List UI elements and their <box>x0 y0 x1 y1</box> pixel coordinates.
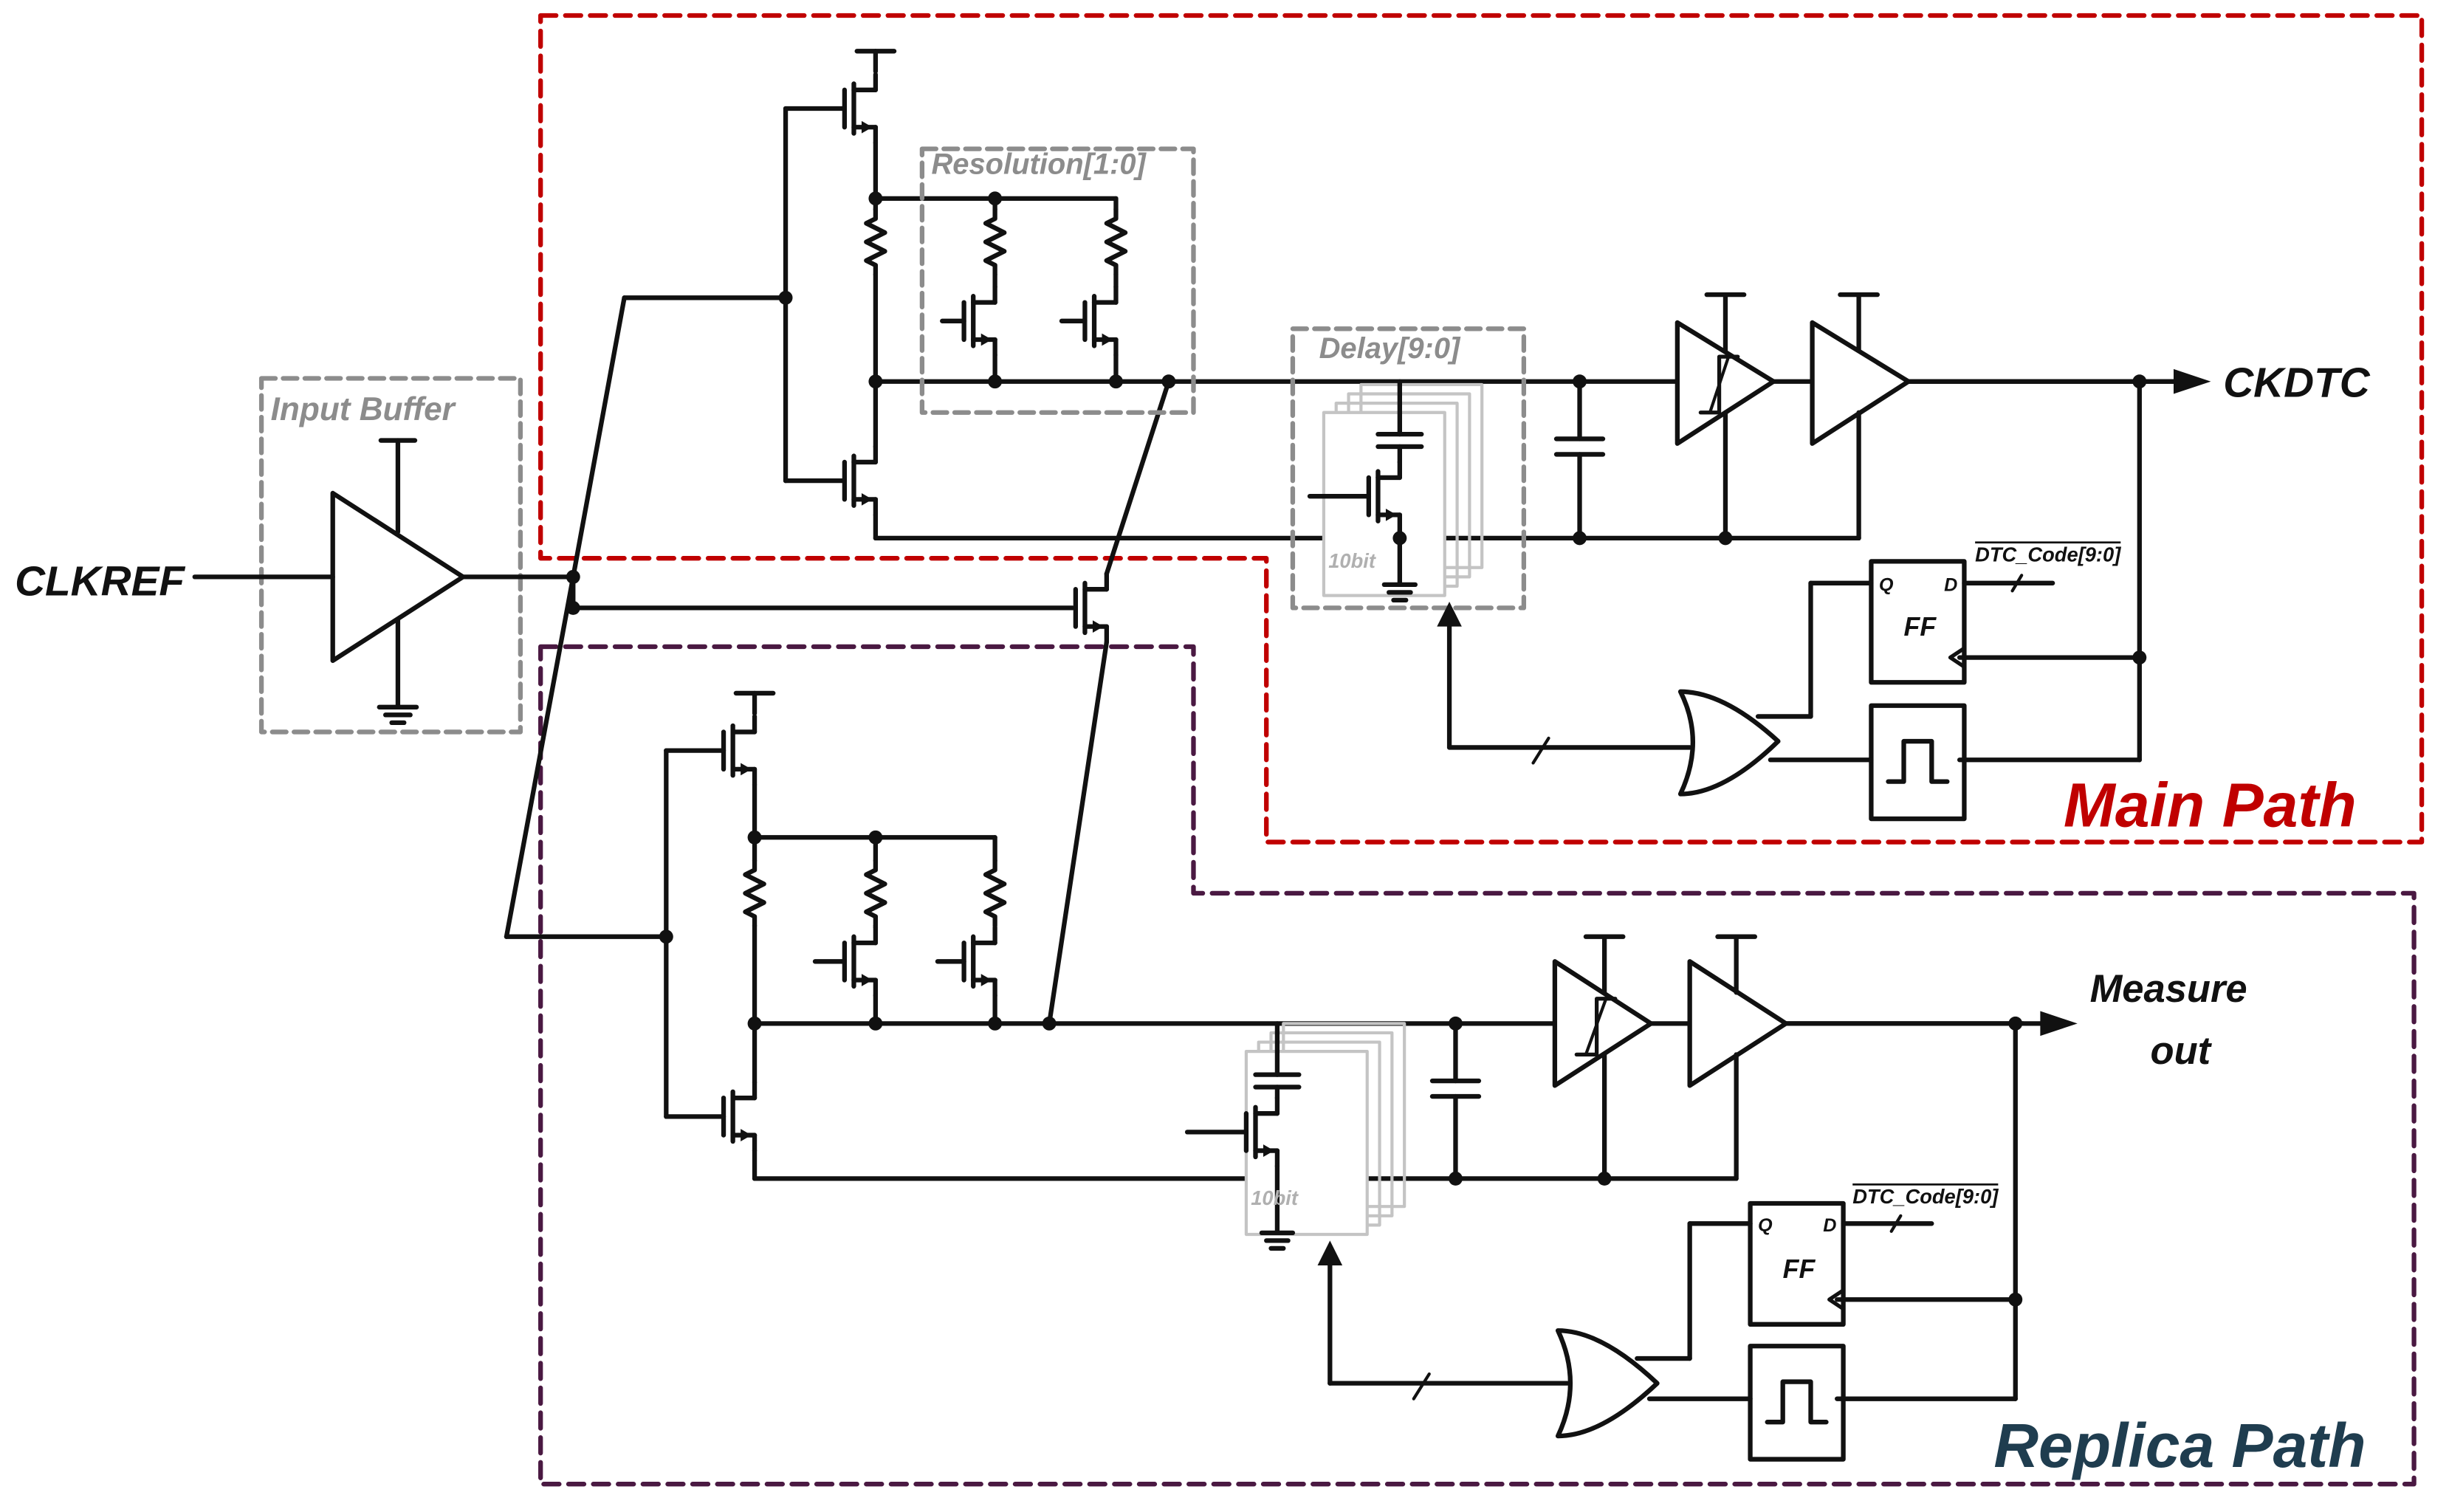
replica-or-gate <box>1555 1328 1660 1439</box>
replica-path-boundary <box>538 644 2417 1487</box>
replica-path-label: Replica Path <box>1993 1411 2366 1480</box>
main-ff <box>1869 559 1967 685</box>
main-ff-q: Q <box>1879 574 1894 595</box>
main-pulse-gen <box>1869 703 1967 822</box>
delay-box <box>1290 326 1527 611</box>
replica-ff-label: FF <box>1783 1254 1816 1284</box>
replica-ff-q: Q <box>1758 1215 1773 1236</box>
main-path-label: Main Path <box>2064 771 2357 840</box>
main-bits-label: 10bit <box>1328 549 1377 572</box>
main-ff-d: D <box>1944 574 1957 595</box>
resolution-label: Resolution[1:0] <box>932 148 1147 180</box>
main-path-boundary <box>538 13 2425 845</box>
replica-bits-label: 10bit <box>1251 1186 1299 1209</box>
replica-pulse-gen <box>1748 1344 1846 1462</box>
main-code-label: DTC_Code[9:0] <box>1975 543 2121 566</box>
measure-label: Measure <box>2090 967 2247 1011</box>
replica-ff <box>1748 1200 1846 1327</box>
main-ff-label: FF <box>1904 612 1937 642</box>
replica-code-label: DTC_Code[9:0] <box>1852 1185 1999 1208</box>
input-buffer-label: Input Buffer <box>271 391 457 427</box>
replica-ff-d: D <box>1823 1215 1836 1236</box>
main-or-gate <box>1677 689 1781 797</box>
input-buffer-box <box>258 376 523 735</box>
resolution-box <box>919 146 1196 415</box>
out-label: out <box>2151 1029 2213 1073</box>
ckdtc-label: CKDTC <box>2223 360 2370 407</box>
delay-label: Delay[9:0] <box>1319 332 1461 365</box>
clkref-label: CLKREF <box>15 559 185 605</box>
